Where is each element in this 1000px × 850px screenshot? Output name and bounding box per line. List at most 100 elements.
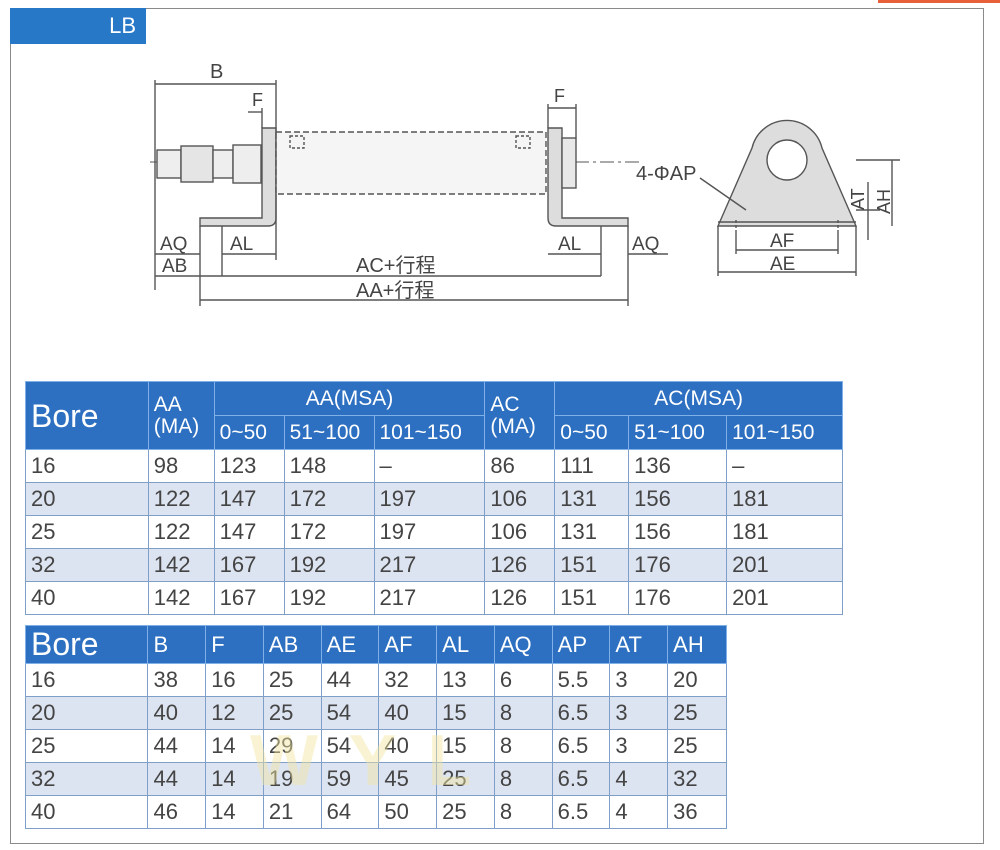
value-cell: 3 [609, 729, 669, 763]
value-cell: 86 [484, 449, 556, 483]
column-header: AQ [493, 625, 553, 664]
rod-thread-right [212, 149, 234, 179]
value-cell: 12 [205, 696, 264, 730]
value-cell: 6 [493, 663, 553, 697]
header-stroke: 0~50 [554, 415, 630, 450]
label-aq-right: AQ [632, 234, 659, 255]
value-cell: 46 [147, 795, 207, 829]
label-ac: AC+行程 [356, 254, 435, 277]
label-ap: 4-ΦAP [636, 163, 696, 185]
value-cell: 131 [554, 482, 630, 516]
value-cell: 167 [213, 581, 285, 615]
value-cell: 54 [320, 729, 380, 763]
value-cell: 126 [484, 581, 556, 615]
value-cell: 148 [283, 449, 375, 483]
value-cell: 8 [493, 795, 553, 829]
value-cell: 8 [493, 696, 553, 730]
right-foot-bracket [547, 127, 629, 227]
bore-cell: 16 [24, 663, 149, 697]
port-right [515, 135, 531, 149]
column-header: Bore [24, 625, 149, 664]
value-cell: 20 [667, 663, 727, 697]
value-cell: 44 [147, 729, 207, 763]
header-ac-ma: AC (MA) [484, 381, 556, 450]
value-cell: 167 [213, 548, 285, 582]
end-cap [561, 137, 577, 189]
value-cell: 122 [147, 482, 215, 516]
value-cell: 217 [373, 581, 486, 615]
value-cell: 13 [436, 663, 495, 697]
value-cell: 44 [147, 762, 207, 796]
value-cell: 32 [378, 663, 438, 697]
value-cell: – [373, 449, 486, 483]
column-header: AT [609, 625, 669, 664]
value-cell: 40 [378, 696, 438, 730]
value-cell: 25 [667, 696, 727, 730]
value-cell: 25 [667, 729, 727, 763]
value-cell: 40 [147, 696, 207, 730]
value-cell: 192 [283, 548, 375, 582]
label-al-left: AL [230, 234, 253, 255]
value-cell: 32 [667, 762, 727, 796]
value-cell: 14 [205, 795, 264, 829]
header-stroke: 51~100 [628, 415, 728, 450]
value-cell: 40 [378, 729, 438, 763]
label-aa: AA+行程 [356, 279, 434, 302]
label-af: AF [770, 231, 794, 252]
header-ac-msa: AC(MSA) [554, 381, 843, 416]
value-cell: 123 [213, 449, 285, 483]
rod-nut [180, 145, 214, 183]
rod-thread-left [156, 149, 182, 179]
value-cell: 106 [484, 515, 556, 549]
bore-cell: 32 [24, 762, 149, 796]
value-cell: 15 [436, 729, 495, 763]
port-left [289, 135, 305, 149]
value-cell: 147 [213, 515, 285, 549]
label-f-right: F [554, 86, 565, 106]
value-cell: 6.5 [551, 729, 611, 763]
value-cell: 111 [554, 449, 630, 483]
value-cell: 38 [147, 663, 207, 697]
value-cell: 64 [320, 795, 380, 829]
value-cell: 19 [262, 762, 322, 796]
column-header: F [205, 625, 264, 664]
column-header: AL [436, 625, 495, 664]
value-cell: 181 [726, 482, 843, 516]
column-header: AH [667, 625, 727, 664]
value-cell: 181 [726, 515, 843, 549]
value-cell: 21 [262, 795, 322, 829]
section-tag: LB [10, 8, 146, 44]
label-ae: AE [770, 254, 795, 275]
column-header: AP [551, 625, 611, 664]
value-cell: 14 [205, 762, 264, 796]
label-b: B [210, 61, 223, 83]
value-cell: 131 [554, 515, 630, 549]
value-cell: 122 [147, 515, 215, 549]
value-cell: 6.5 [551, 762, 611, 796]
value-cell: 54 [320, 696, 380, 730]
value-cell: 147 [213, 482, 285, 516]
value-cell: 6.5 [551, 795, 611, 829]
value-cell: 201 [726, 581, 843, 615]
bore-cell: 32 [25, 548, 149, 582]
header-aa-msa: AA(MSA) [213, 381, 486, 416]
header-bore: Bore [25, 381, 149, 450]
header-aa-ma: AA (MA) [147, 381, 215, 450]
value-cell: 197 [373, 515, 486, 549]
value-cell: 25 [262, 663, 322, 697]
dimensions-table-stroke: Bore AA (MA) AA(MSA) AC (MA) AC(MSA) 0~5… [25, 381, 843, 615]
value-cell: 50 [378, 795, 438, 829]
column-header: AF [378, 625, 438, 664]
value-cell: 15 [436, 696, 495, 730]
column-header: AB [262, 625, 322, 664]
value-cell: 4 [609, 795, 669, 829]
label-ab: AB [162, 256, 187, 277]
value-cell: 36 [667, 795, 727, 829]
content-frame [10, 8, 984, 844]
